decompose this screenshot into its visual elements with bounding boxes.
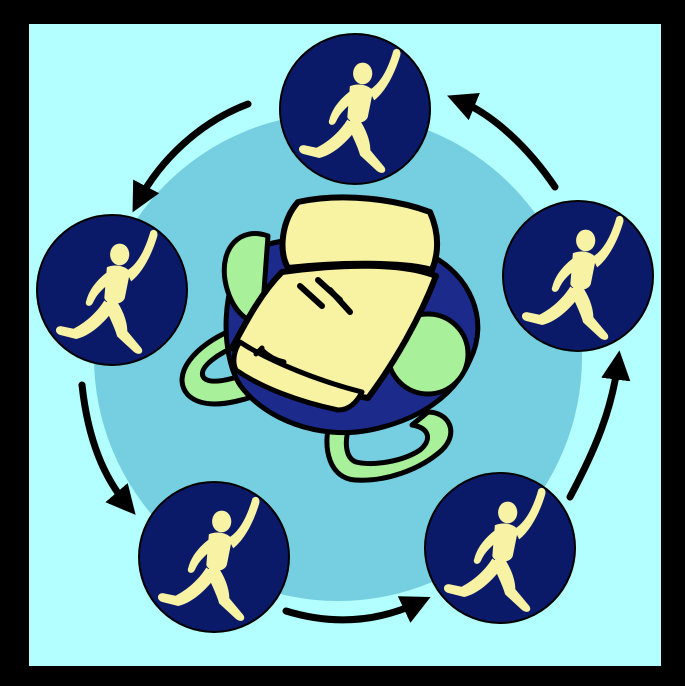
running-person-icon [139,482,289,632]
running-person-icon [37,215,187,365]
running-person-icon [503,201,653,351]
running-person-icon [425,473,575,623]
running-person-icon [280,34,430,184]
